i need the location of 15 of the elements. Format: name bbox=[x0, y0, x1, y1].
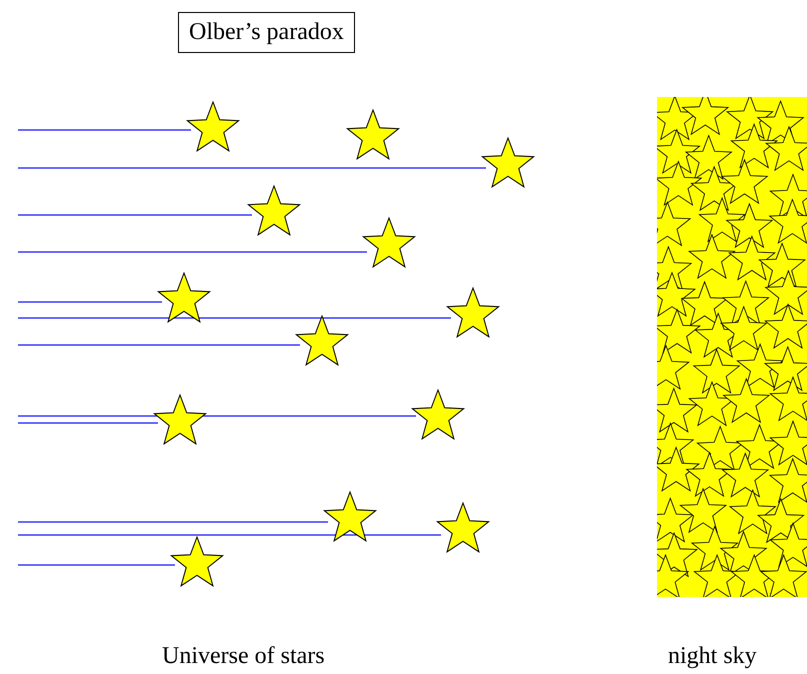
light-ray bbox=[18, 301, 162, 303]
light-ray bbox=[18, 344, 300, 346]
light-ray bbox=[18, 564, 175, 566]
light-ray bbox=[18, 214, 252, 216]
light-ray bbox=[18, 521, 328, 523]
light-ray bbox=[18, 251, 367, 253]
caption-text: night sky bbox=[668, 643, 757, 670]
light-ray bbox=[18, 415, 416, 417]
caption-text: Universe of stars bbox=[162, 643, 325, 670]
light-ray bbox=[18, 422, 158, 424]
light-ray bbox=[18, 317, 451, 319]
light-ray bbox=[18, 167, 486, 169]
light-ray bbox=[18, 534, 441, 536]
title: Olber’s paradox bbox=[178, 12, 355, 53]
light-ray bbox=[18, 129, 191, 131]
